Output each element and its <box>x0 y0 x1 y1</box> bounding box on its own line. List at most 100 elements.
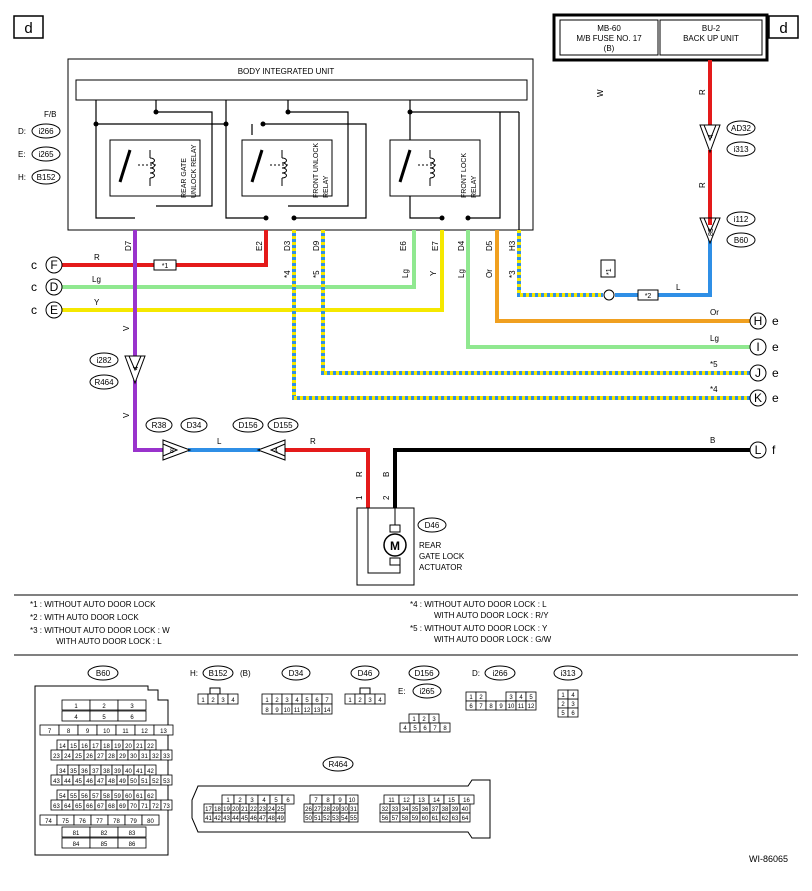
cv-r464-pin: 47 <box>259 816 266 822</box>
cv-i266-pin: 8 <box>489 704 493 710</box>
cv-b60-pin: 44 <box>64 779 71 785</box>
cv-r464-pin: 16 <box>463 798 470 804</box>
fb-list: D: i266 E: i265 H: B152 <box>18 123 61 185</box>
cv-b60-pin: 69 <box>119 804 126 810</box>
cv-d156-pin: 3 <box>432 717 436 723</box>
right-connectors: H e I e J e K e L f <box>749 312 779 459</box>
cv-i266-pin: 10 <box>508 704 515 710</box>
cv-r464-pin: 24 <box>268 807 275 813</box>
cv-b60-pin: 36 <box>81 769 88 775</box>
bu2-desc: BACK UP UNIT <box>683 34 739 43</box>
cv-r464-pin: 13 <box>418 798 425 804</box>
cv-d156-pin: 5 <box>413 726 417 732</box>
cv-b60-cell <box>117 826 147 838</box>
conn-i112-arrow <box>699 217 721 245</box>
cv-r464-pin: 36 <box>422 807 429 813</box>
cv-r464-pin: 5 <box>274 798 278 804</box>
cv-r464-oval <box>322 756 354 772</box>
cv-b60-pin: 78 <box>113 819 120 825</box>
cv-r464-pin: 4 <box>262 798 266 804</box>
cv-b60-pin: 86 <box>129 842 136 848</box>
cv-b60-pin: 60 <box>125 794 132 800</box>
cv-b60-pin: 29 <box>119 754 126 760</box>
cv-i266-cell <box>525 700 537 711</box>
fb-prefix-h: H: <box>18 173 26 182</box>
cv-b60-pin: 62 <box>147 794 154 800</box>
notes: *1 : WITHOUT AUTO DOOR LOCK *2 : WITH AU… <box>30 600 552 646</box>
splice-point <box>603 289 615 301</box>
cv-d156-pin: 1 <box>412 717 416 723</box>
conn-i282-oval <box>89 352 119 368</box>
star1-tag: *1 <box>606 268 613 275</box>
mb60-sub: (B) <box>604 44 615 53</box>
left-conn-f-circle <box>45 256 63 274</box>
cv-r464-pin: 62 <box>442 816 449 822</box>
left-conn-e-circle <box>45 301 63 319</box>
cv-b60-pin: 31 <box>141 754 148 760</box>
cv-b60-pin: 66 <box>86 804 93 810</box>
cv-b60-pin: 39 <box>114 769 121 775</box>
cv-b60-pin: 21 <box>136 744 143 750</box>
cv-r464-pin: 45 <box>241 816 248 822</box>
cv-b60-pin: 7 <box>48 729 52 735</box>
cv-b60-pin: 63 <box>53 804 60 810</box>
conn-i313-label: i313 <box>733 145 749 154</box>
cv-b60-pin: 17 <box>92 744 99 750</box>
actuator-motor-top <box>389 524 401 533</box>
cv-b60-pin: 57 <box>92 794 99 800</box>
inline-connectors: 4 AD32 i313 83 i112 B60 4 i282 R464 8 R3… <box>89 120 756 461</box>
cv-b60-pin: 25 <box>75 754 82 760</box>
cv-r464-pin: 3 <box>250 798 254 804</box>
conn-i313-oval <box>726 141 756 157</box>
star2-tag: *2 <box>645 293 652 300</box>
conn-r38-arrow <box>162 439 192 461</box>
cv-b60-pin: 1 <box>74 704 78 710</box>
cv-b60-pin: 45 <box>75 779 82 785</box>
cv-i313-cell <box>567 707 579 718</box>
wires <box>62 60 750 508</box>
body-unit-title: BODY INTEGRATED UNIT <box>238 67 335 76</box>
cv-i266-b-pin: 3 <box>509 695 513 701</box>
right-post-h: e <box>772 314 779 328</box>
cv-b60-pin: 46 <box>86 779 93 785</box>
cv-i266-b-pin: 4 <box>519 695 523 701</box>
cv-d46-label: D46 <box>358 669 373 678</box>
cv-i265-oval <box>412 683 442 699</box>
cv-b60-pin: 5 <box>102 715 106 721</box>
cv-b60-cell <box>117 699 147 711</box>
cv-b60-pin: 38 <box>103 769 110 775</box>
cv-d156-oval <box>408 665 440 681</box>
conn-ad32-pin: 4 <box>708 134 715 138</box>
left-conn-f: F <box>50 258 57 272</box>
right-conn-j: J <box>755 366 761 380</box>
cv-b60-pin: 8 <box>67 729 71 735</box>
cv-b60-pin: 58 <box>103 794 110 800</box>
cv-b60-pin: 71 <box>141 804 148 810</box>
cv-b152-pin: 3 <box>221 698 225 704</box>
conn-i112-label: i112 <box>734 215 749 224</box>
cv-r464-pin: 11 <box>388 798 395 804</box>
conn-ad32-label: AD32 <box>731 124 752 133</box>
cv-b60-pin: 26 <box>86 754 93 760</box>
cv-b60-oval <box>87 665 119 681</box>
cv-b60-pin: 33 <box>163 754 170 760</box>
page-tag-right-box <box>768 15 799 39</box>
pin-d9: D9 <box>312 240 321 251</box>
star2-box <box>637 289 659 301</box>
wire-violet-d7-2 <box>133 380 163 452</box>
cv-r464-pin: 7 <box>314 798 318 804</box>
actuator-motor-bot <box>389 557 401 566</box>
pin-e2: E2 <box>255 241 264 251</box>
wire-label-star5-j: *5 <box>710 360 718 369</box>
cv-b152-pin: 4 <box>231 698 235 704</box>
actuator-line2: GATE LOCK <box>419 552 465 561</box>
wire-label-r-act: R <box>355 471 364 477</box>
cv-b152-suffix: (B) <box>240 669 251 678</box>
cv-i313-pin: 1 <box>561 693 565 699</box>
wire-label-b-l: B <box>710 436 715 445</box>
cv-b60-pin: 56 <box>81 794 88 800</box>
relay-unlock-label-2: RELAY <box>323 175 330 198</box>
cv-r464-pin: 29 <box>332 807 339 813</box>
